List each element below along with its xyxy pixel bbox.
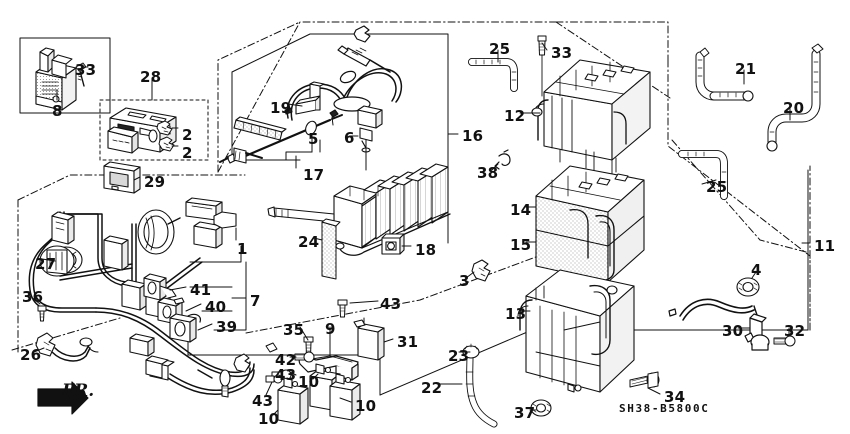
callout-32: 32 <box>784 322 806 340</box>
callout-14: 14 <box>510 201 532 219</box>
callout-11: 11 <box>814 237 836 255</box>
callout-4: 4 <box>751 261 762 279</box>
callout-34: 34 <box>664 388 686 406</box>
callout-19: 19 <box>270 99 292 117</box>
callout-7: 7 <box>250 292 261 310</box>
front-direction-marker: FR. <box>62 381 95 401</box>
callout-1: 1 <box>237 240 248 258</box>
callout-39: 39 <box>216 318 238 336</box>
callout-3: 3 <box>459 272 470 290</box>
callout-17: 17 <box>303 166 325 184</box>
callout-9: 9 <box>325 320 336 338</box>
callout-2: 2 <box>182 126 193 144</box>
callout-22: 22 <box>421 379 443 397</box>
callout-25: 25 <box>489 40 511 58</box>
callout-6: 6 <box>344 129 355 147</box>
callout-12: 12 <box>504 107 526 125</box>
callout-10: 10 <box>298 373 320 391</box>
callout-21: 21 <box>735 60 757 78</box>
callout-13: 13 <box>505 305 527 323</box>
callout-8: 8 <box>52 102 63 120</box>
callout-2: 2 <box>182 144 193 162</box>
callout-16: 16 <box>462 127 484 145</box>
callout-41: 41 <box>190 281 212 299</box>
callout-31: 31 <box>397 333 419 351</box>
callout-28: 28 <box>140 68 162 86</box>
callout-37: 37 <box>514 404 536 422</box>
callout-20: 20 <box>783 99 805 117</box>
callout-42: 42 <box>275 351 297 369</box>
callout-25: 25 <box>706 178 728 196</box>
callout-43: 43 <box>252 392 274 410</box>
callout-43: 43 <box>380 295 402 313</box>
diagram-code: SH38-B5800C <box>619 402 710 415</box>
callout-26: 26 <box>20 346 42 364</box>
callout-15: 15 <box>510 236 532 254</box>
callout-40: 40 <box>205 298 227 316</box>
callout-23: 23 <box>448 347 470 365</box>
callout-35: 35 <box>283 321 305 339</box>
callout-5: 5 <box>308 130 319 148</box>
callout-43: 43 <box>275 366 297 384</box>
callout-30: 30 <box>722 322 744 340</box>
callout-33: 33 <box>75 61 97 79</box>
callout-27: 27 <box>35 255 57 273</box>
callout-24: 24 <box>298 233 320 251</box>
callout-36: 36 <box>22 288 44 306</box>
callout-33: 33 <box>551 44 573 62</box>
callout-18: 18 <box>415 241 437 259</box>
callout-10: 10 <box>355 397 377 415</box>
callout-29: 29 <box>144 173 166 191</box>
callout-38: 38 <box>477 164 499 182</box>
callout-10: 10 <box>258 410 280 428</box>
